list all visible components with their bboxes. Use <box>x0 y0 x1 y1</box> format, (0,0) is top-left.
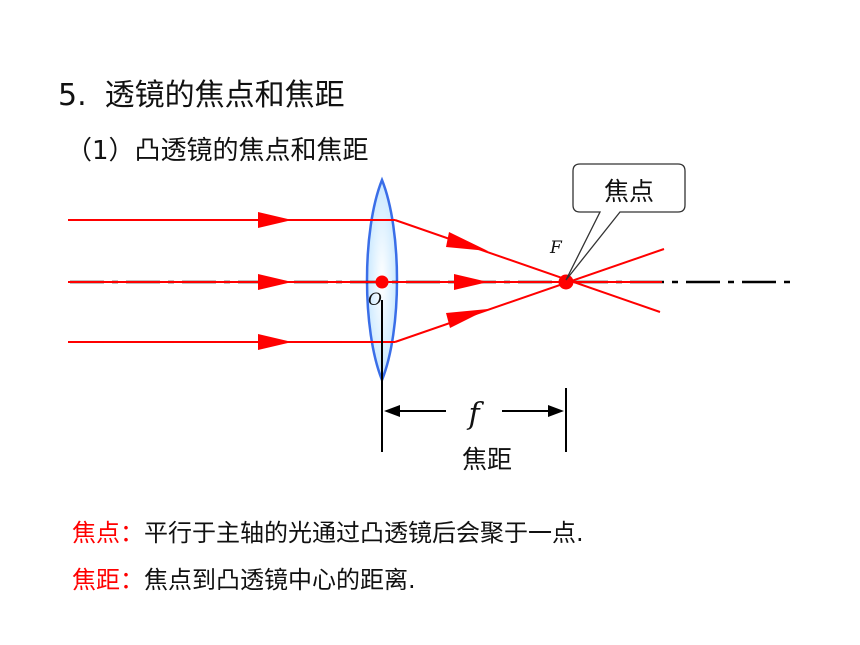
definition-focal-length: 焦距：焦点到凸透镜中心的距离. <box>72 560 416 595</box>
arrow-incoming-middle <box>258 274 292 290</box>
focal-point-dot <box>558 274 574 290</box>
focal-length-indicator: f 焦距 <box>381 300 567 474</box>
definition-separator: ： <box>120 519 144 547</box>
arrow-refracted-middle <box>454 274 488 290</box>
arrow-incoming-top <box>258 212 292 228</box>
definition-focal-point: 焦点：平行于主轴的光通过凸透镜后会聚于一点. <box>72 513 584 548</box>
section-number: 5. <box>58 78 87 113</box>
focal-length-symbol: f <box>466 397 484 432</box>
optical-center-dot <box>375 275 389 289</box>
definition-term: 焦点 <box>72 519 120 547</box>
callout-label: 焦点 <box>604 177 654 206</box>
refracted-ray-top <box>394 219 661 313</box>
definition-text: 平行于主轴的光通过凸透镜后会聚于一点. <box>144 519 584 547</box>
definition-separator: ： <box>120 566 144 594</box>
focal-length-arrowhead-left <box>384 405 400 417</box>
definition-text: 焦点到凸透镜中心的距离. <box>144 566 416 594</box>
arrow-incoming-bottom <box>258 334 292 350</box>
definition-term: 焦距 <box>72 566 120 594</box>
focal-length-arrowhead-right <box>548 405 564 417</box>
optical-center-label: O <box>368 290 382 310</box>
focal-point-label: F <box>549 238 563 258</box>
page-title: 5. 透镜的焦点和焦距 <box>58 70 345 114</box>
callout-bubble <box>565 163 686 281</box>
section-title: 透镜的焦点和焦距 <box>104 78 345 113</box>
subsection-title: （1）凸透镜的焦点和焦距 <box>66 136 369 166</box>
incoming-rays <box>68 219 395 343</box>
arrow-refracted-top <box>446 232 488 251</box>
arrow-refracted-bottom <box>446 309 488 328</box>
ray-arrows <box>258 212 488 350</box>
refracted-ray-bottom <box>394 248 665 343</box>
refracted-rays <box>382 219 665 343</box>
focal-length-caption: 焦距 <box>462 445 512 474</box>
focal-point-callout: 焦点 <box>565 163 686 281</box>
